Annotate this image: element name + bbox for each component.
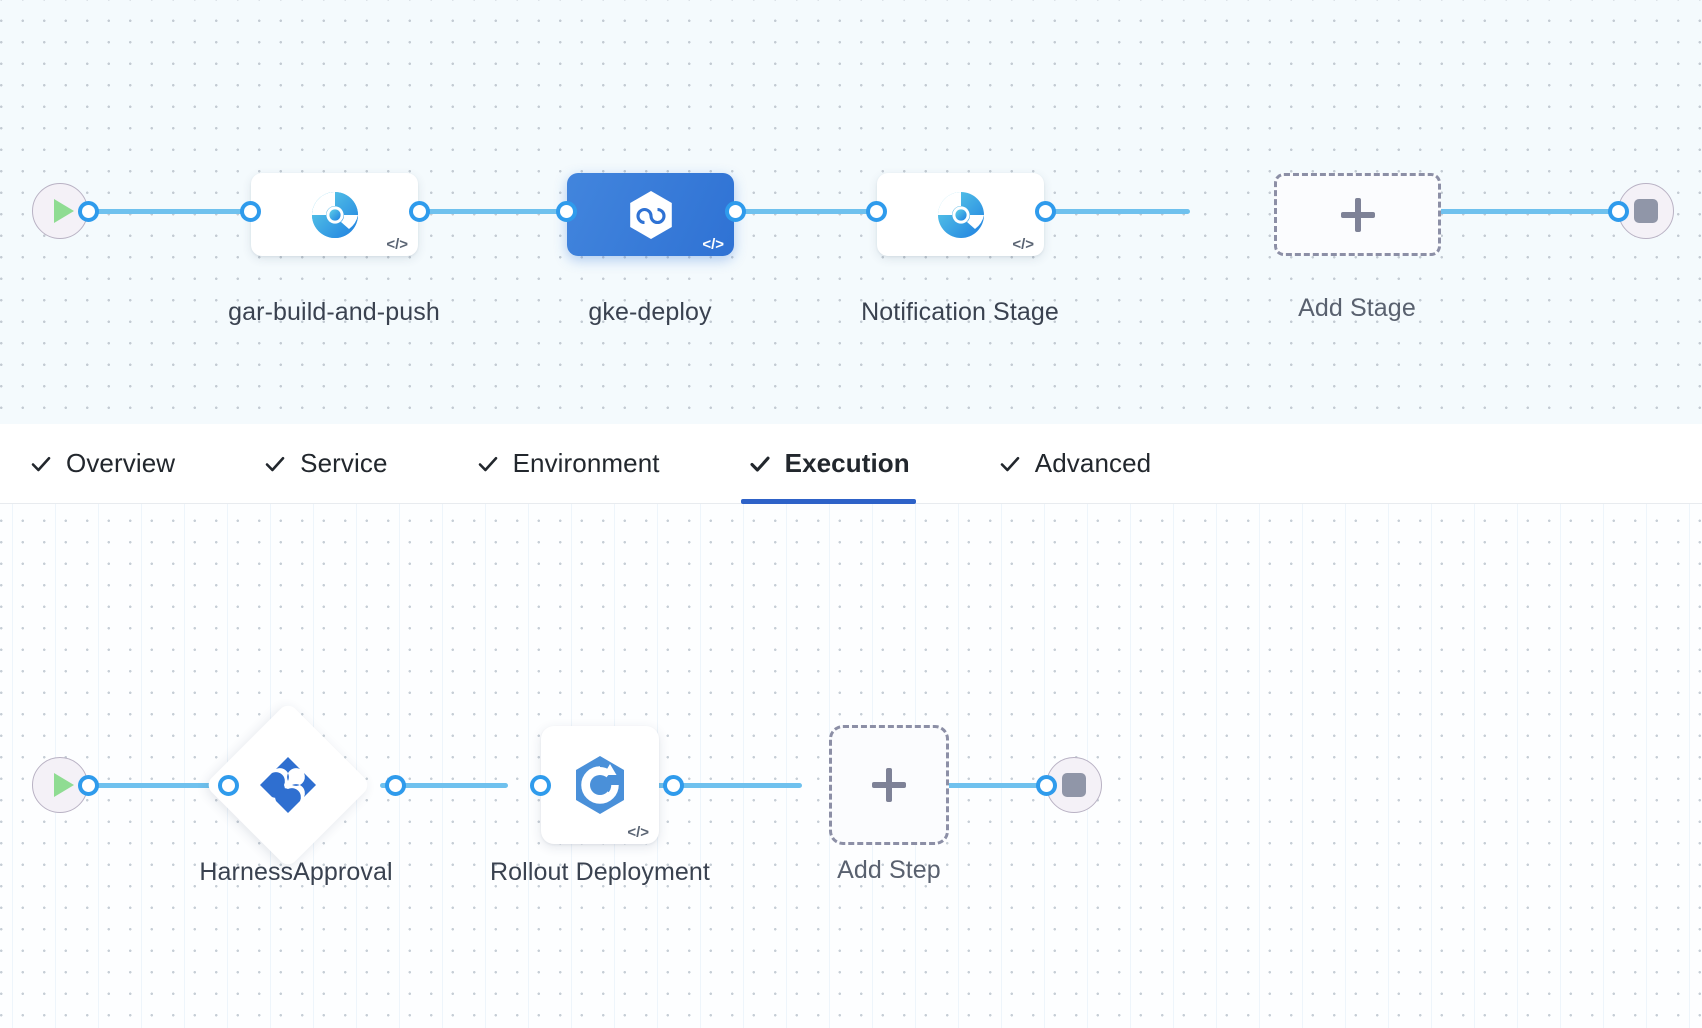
step2-port-left[interactable] xyxy=(530,775,551,796)
harness-approval-diamond-icon xyxy=(257,754,319,816)
stage3-port-left[interactable] xyxy=(866,201,887,222)
stage-card-gar-build-and-push[interactable]: </> xyxy=(251,173,418,256)
step-label-rollout-deployment: Rollout Deployment xyxy=(490,858,710,886)
edge-exec-start-to-step1 xyxy=(88,783,223,788)
stage-card-notification-stage[interactable]: </> xyxy=(877,173,1044,256)
stage2-port-left[interactable] xyxy=(556,201,577,222)
step-label-harness-approval: HarnessApproval xyxy=(199,858,393,886)
pipeline-stage-canvas[interactable]: </> gar-build-and-push </> gke-deploy xyxy=(0,0,1702,424)
step-code-tag: </> xyxy=(627,824,649,841)
stage-label-gke-deploy: gke-deploy xyxy=(588,298,712,326)
tab-environment[interactable]: Environment xyxy=(469,424,684,504)
stage1-port-left[interactable] xyxy=(240,201,261,222)
harness-ci-icon xyxy=(935,189,987,241)
kubernetes-rollout-icon xyxy=(569,754,631,816)
stage-label-gar-build-and-push: gar-build-and-push xyxy=(228,298,440,326)
add-step-label: Add Step xyxy=(837,856,941,884)
plus-icon xyxy=(872,768,906,802)
tab-label: Overview xyxy=(66,448,176,478)
stage3-port-right[interactable] xyxy=(1035,201,1056,222)
tab-service[interactable]: Service xyxy=(256,424,411,504)
stage-config-tab-bar[interactable]: Overview Service Environment Execution A… xyxy=(0,424,1702,504)
exec-end-node-port[interactable] xyxy=(1036,775,1057,796)
execution-step-canvas[interactable]: HarnessApproval </> Rollout Deployment A… xyxy=(0,504,1702,1028)
exec-start-node-port[interactable] xyxy=(78,775,99,796)
tab-execution[interactable]: Execution xyxy=(740,424,934,504)
tab-label: Execution xyxy=(784,448,910,478)
play-icon xyxy=(53,199,74,223)
step2-port-right[interactable] xyxy=(663,775,684,796)
add-stage-button[interactable] xyxy=(1274,173,1441,256)
stage-label-notification-stage: Notification Stage xyxy=(861,298,1059,326)
tab-label: Service xyxy=(300,448,388,478)
check-icon xyxy=(999,453,1021,475)
step1-port-right[interactable] xyxy=(385,775,406,796)
add-step-button[interactable] xyxy=(829,725,949,845)
plus-icon xyxy=(1340,197,1375,232)
tab-label: Environment xyxy=(512,448,660,478)
stage-card-gke-deploy[interactable]: </> xyxy=(567,173,734,256)
stage-code-tag: </> xyxy=(1012,236,1034,253)
stage-code-tag: </> xyxy=(386,236,408,253)
stage2-port-right[interactable] xyxy=(725,201,746,222)
stop-icon xyxy=(1062,773,1086,797)
tab-label: Advanced xyxy=(1034,448,1152,478)
edge-exec-addstep-to-end xyxy=(876,783,1042,788)
edge-stage2-to-stage3 xyxy=(714,209,872,214)
stage1-port-right[interactable] xyxy=(409,201,430,222)
end-node-port[interactable] xyxy=(1608,201,1629,222)
check-icon xyxy=(30,453,52,475)
execution-end-node[interactable] xyxy=(1046,757,1102,813)
play-icon xyxy=(53,773,74,797)
add-stage-label: Add Stage xyxy=(1298,294,1416,322)
edge-stage1-to-stage2 xyxy=(404,209,560,214)
edge-start-to-stage1 xyxy=(88,209,246,214)
tab-advanced[interactable]: Advanced xyxy=(991,424,1175,504)
step1-port-left[interactable] xyxy=(218,775,239,796)
check-icon xyxy=(477,453,499,475)
edge-addstage-to-end xyxy=(1340,209,1614,214)
tab-overview[interactable]: Overview xyxy=(22,424,199,504)
check-icon xyxy=(749,453,771,475)
edge-exec-step2-to-addstep xyxy=(620,783,802,788)
edge-exec-step1-to-step2 xyxy=(380,783,508,788)
harness-ci-icon xyxy=(309,189,361,241)
stop-icon xyxy=(1634,199,1658,223)
check-icon xyxy=(264,453,286,475)
start-node-port[interactable] xyxy=(78,201,99,222)
harness-cd-hexagon-icon xyxy=(625,189,677,241)
edge-stage3-to-addstage xyxy=(1026,209,1190,214)
stage-code-tag: </> xyxy=(702,236,724,253)
step-node-rollout-deployment[interactable]: </> xyxy=(541,726,659,844)
